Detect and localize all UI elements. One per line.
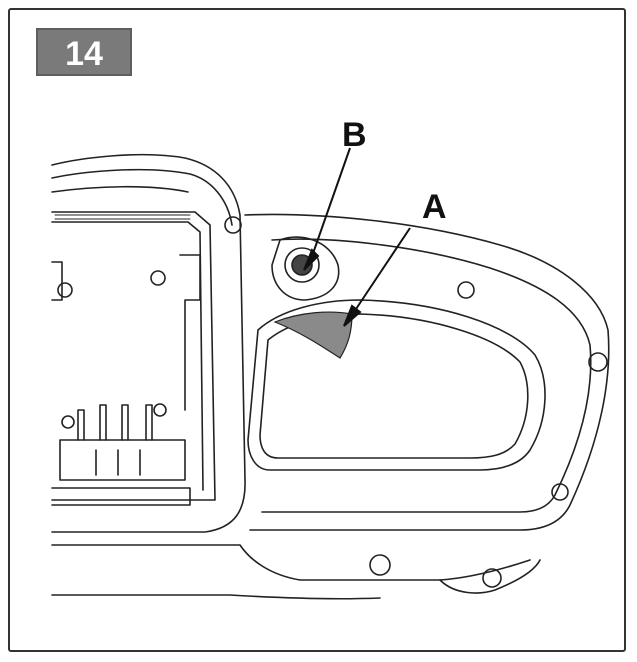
battery-screw-left: [57, 282, 73, 298]
lower-housing-base: [51, 594, 381, 600]
battery-latch: [51, 254, 201, 411]
lower-housing-foot: [439, 559, 541, 594]
battery-terminal-slots: [95, 449, 141, 476]
cover-screw-right: [588, 352, 608, 372]
oil-cap-recess: [271, 236, 340, 301]
step-number-badge: 14: [36, 28, 132, 76]
callout-arrow-b-head: [303, 248, 320, 271]
motor-housing-outline: [51, 153, 246, 533]
battery-terminals: [77, 404, 153, 441]
cover-screw-right-upper: [457, 281, 475, 299]
cover-window-inner: [259, 313, 529, 459]
lower-screw-right: [482, 568, 502, 588]
sprocket-cover-outline: [244, 213, 610, 531]
lower-screw-center: [369, 554, 391, 576]
battery-screw-lower-right: [153, 403, 167, 417]
battery-compartment-ribs: [54, 214, 191, 220]
callout-arrow-a-line: [349, 227, 411, 319]
motor-housing-upper-edge: [51, 185, 189, 193]
battery-screw-lower-left: [61, 415, 75, 429]
battery-compartment-inner-wall: [51, 221, 204, 491]
cover-window-opening: [247, 299, 546, 471]
highlighted-area-a: [273, 311, 353, 359]
battery-base-plate: [51, 487, 191, 506]
callout-arrow-a-head: [343, 304, 362, 327]
battery-terminal-block: [59, 439, 186, 481]
callout-label-b: B: [342, 116, 367, 154]
battery-compartment-frame: [51, 211, 216, 501]
housing-screw-top: [224, 216, 242, 234]
oil-cap-outer-ring: [284, 247, 320, 283]
motor-housing-inner-rim: [51, 168, 233, 226]
callout-arrow-b-line: [309, 147, 351, 263]
lower-housing-outline: [51, 544, 531, 581]
cover-screw-bottom: [551, 483, 569, 501]
battery-screw-right: [150, 270, 166, 286]
callout-label-a: A: [422, 188, 447, 226]
